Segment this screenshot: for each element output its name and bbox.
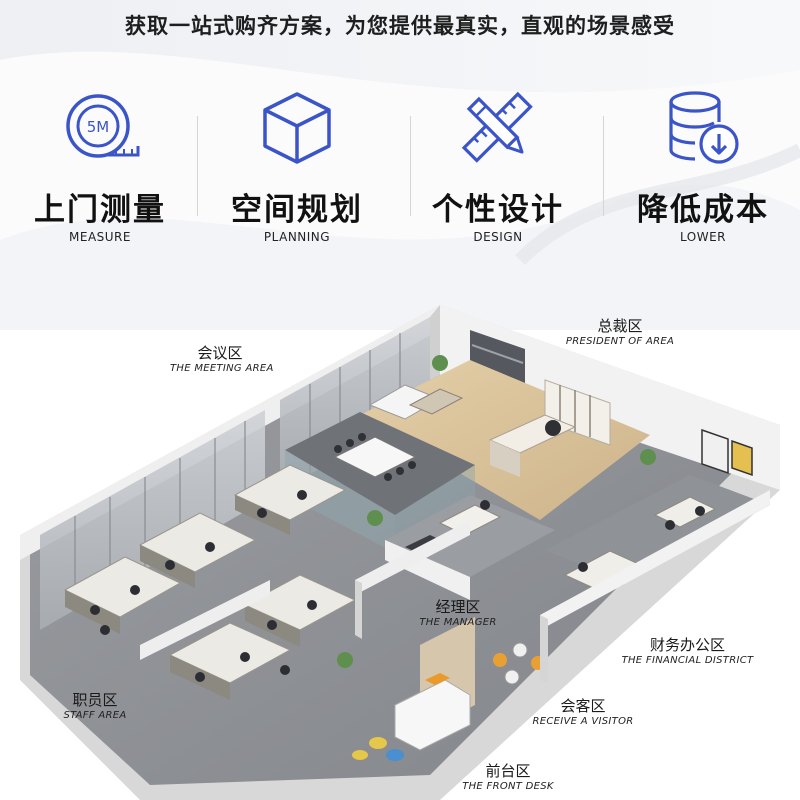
- tape-measure-icon: 5M: [66, 94, 140, 158]
- feature-title: 个性设计: [432, 192, 564, 228]
- office-floorplan: [20, 305, 780, 800]
- zone-label-front-desk: 前台区 THE FRONT DESK: [462, 762, 554, 792]
- zone-label-meeting: 会议区 THE MEETING AREA: [170, 344, 274, 374]
- feature-lower: 降低成本 LOWER: [603, 80, 800, 250]
- pencil-ruler-icon: [461, 91, 533, 163]
- feature-title: 上门测量: [34, 192, 166, 228]
- divider: [197, 116, 198, 216]
- feature-planning: 空间规划 PLANNING: [197, 80, 397, 250]
- svg-text:5M: 5M: [87, 118, 110, 136]
- feature-title: 降低成本: [637, 192, 769, 228]
- headline: 获取一站式购齐方案，为您提供最真实，直观的场景感受: [125, 14, 675, 38]
- divider: [603, 116, 604, 216]
- feature-row: 5M 上门测量 MEASURE 空间规划 PLANNING: [0, 80, 800, 250]
- database-download-icon: [669, 91, 739, 164]
- waiting-stools: [352, 737, 404, 761]
- divider: [410, 116, 411, 216]
- zone-label-financial: 财务办公区 THE FINANCIAL DISTRICT: [621, 636, 754, 666]
- feature-subtitle: DESIGN: [473, 230, 523, 244]
- potted-plant: [337, 355, 656, 668]
- zone-label-staff: 职员区 STAFF AREA: [63, 691, 127, 721]
- zone-label-manager: 经理区 THE MANAGER: [419, 598, 497, 628]
- feature-measure: 5M 上门测量 MEASURE: [0, 80, 200, 250]
- feature-design: 个性设计 DESIGN: [398, 80, 598, 250]
- zone-label-president: 总裁区 PRESIDENT OF AREA: [565, 317, 675, 347]
- cube-icon: [263, 92, 331, 164]
- zone-label-visitor: 会客区 RECEIVE A VISITOR: [532, 697, 634, 727]
- background-swirl: [0, 0, 800, 330]
- feature-subtitle: LOWER: [680, 230, 726, 244]
- feature-title: 空间规划: [231, 192, 363, 228]
- meeting-table: [333, 436, 417, 478]
- feature-subtitle: MEASURE: [69, 230, 131, 244]
- feature-subtitle: PLANNING: [263, 230, 331, 244]
